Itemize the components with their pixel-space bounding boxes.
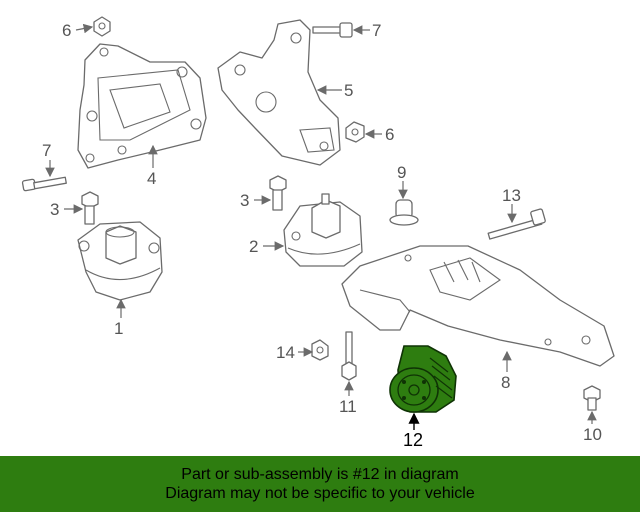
callout-3-left: 3 [50, 200, 59, 219]
bolt-part-3-left [81, 191, 99, 225]
callout-12: 12 [403, 430, 423, 450]
parts-diagram: 6 4 7 3 1 7 [21, 16, 615, 450]
callout-5: 5 [344, 81, 353, 100]
callout-7-top: 7 [372, 21, 381, 40]
engine-mount-part-2 [283, 193, 363, 267]
nut-part-14 [311, 339, 329, 361]
disclaimer-banner: Part or sub-assembly is #12 in diagram D… [0, 456, 640, 512]
bolt-part-10 [583, 385, 601, 411]
callout-11: 11 [339, 397, 357, 416]
nut-part-6-top [93, 16, 111, 37]
bracket-part-4 [77, 43, 207, 169]
callout-7-left: 7 [42, 141, 51, 160]
callout-14: 14 [276, 343, 295, 362]
engine-mount-part-1 [77, 221, 163, 301]
banner-line-2: Diagram may not be specific to your vehi… [165, 485, 475, 502]
bolt-part-11 [341, 331, 357, 381]
mount-part-12-highlighted [389, 345, 457, 413]
bolt-part-7-top [312, 22, 353, 38]
callout-3-middle: 3 [240, 191, 249, 210]
support-arm-part-8 [341, 245, 615, 367]
bolt-part-3-middle [269, 175, 287, 211]
callout-1: 1 [114, 319, 123, 338]
callout-10: 10 [583, 425, 602, 444]
callout-6-top: 6 [62, 21, 71, 40]
callout-4: 4 [147, 169, 156, 188]
buffer-part-9 [389, 199, 419, 226]
nut-part-6-right [345, 121, 365, 143]
banner-line-1: Part or sub-assembly is #12 in diagram [181, 466, 459, 483]
callout-8: 8 [501, 373, 510, 392]
bolt-part-13 [487, 208, 546, 240]
callout-9: 9 [397, 163, 406, 182]
bracket-part-5 [217, 19, 341, 166]
bolt-part-7-left [21, 176, 67, 192]
callout-6-right: 6 [385, 125, 394, 144]
callout-13: 13 [502, 186, 521, 205]
callout-2: 2 [249, 237, 258, 256]
